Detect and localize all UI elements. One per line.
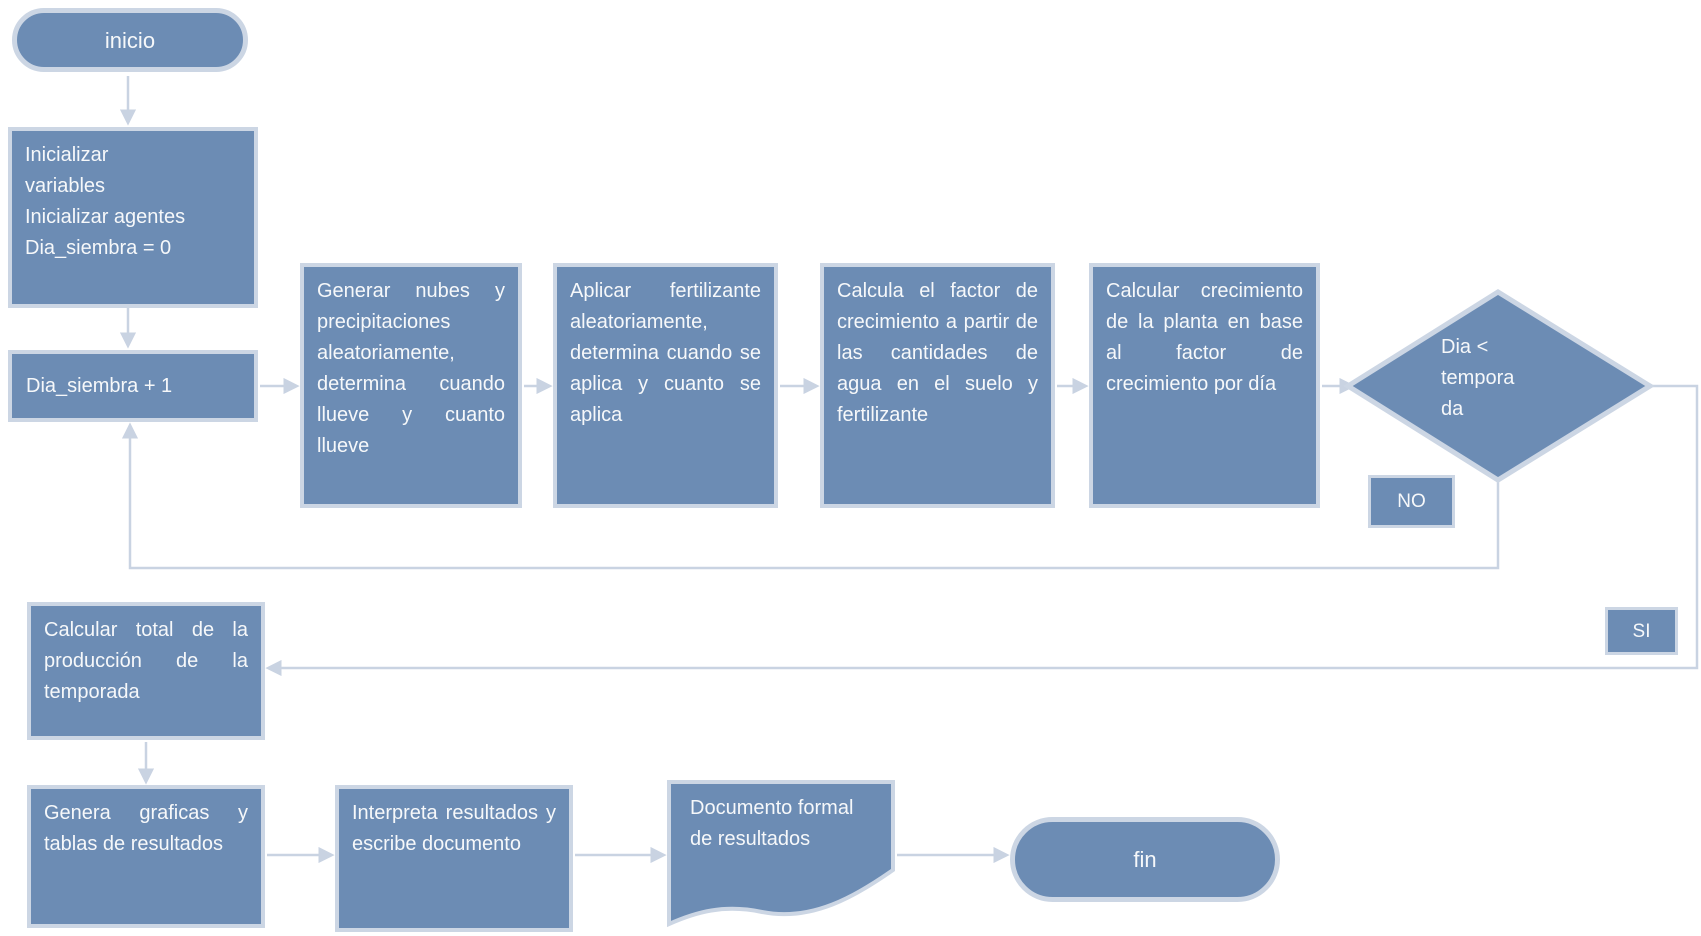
document-shape	[667, 780, 895, 928]
branch-label-si: SI	[1605, 607, 1678, 655]
node-season-total: Calcular total de la producción de la te…	[27, 602, 265, 740]
node-interpret-results: Interpreta resultados y escribe document…	[335, 785, 573, 932]
node-formal-document-label: Documento formal de resultados	[690, 797, 854, 850]
decision-diamond-shape	[1343, 289, 1655, 483]
node-growth-factor: Calcula el factor de crecimiento a parti…	[820, 263, 1055, 508]
node-init-variables: Inicializar variables Inicializar agente…	[8, 127, 258, 308]
edge-no-loop	[121, 422, 1500, 570]
edge-si-to-total	[265, 384, 1699, 677]
node-end: fin	[1010, 817, 1280, 902]
node-season-decision-label: Dia < temporada	[1441, 336, 1515, 420]
node-generate-rain: Generar nubes y precipitaciones aleatori…	[300, 263, 522, 508]
node-start: inicio	[12, 8, 248, 72]
node-generate-charts: Genera graficas y tablas de resultados	[27, 785, 265, 928]
branch-label-no: NO	[1368, 475, 1455, 528]
node-apply-fertilizer: Aplicar fertilizante aleatoriamente, det…	[553, 263, 778, 508]
node-plant-growth: Calcular crecimiento de la planta en bas…	[1089, 263, 1320, 508]
node-day-increment: Dia_siembra + 1	[8, 350, 258, 422]
